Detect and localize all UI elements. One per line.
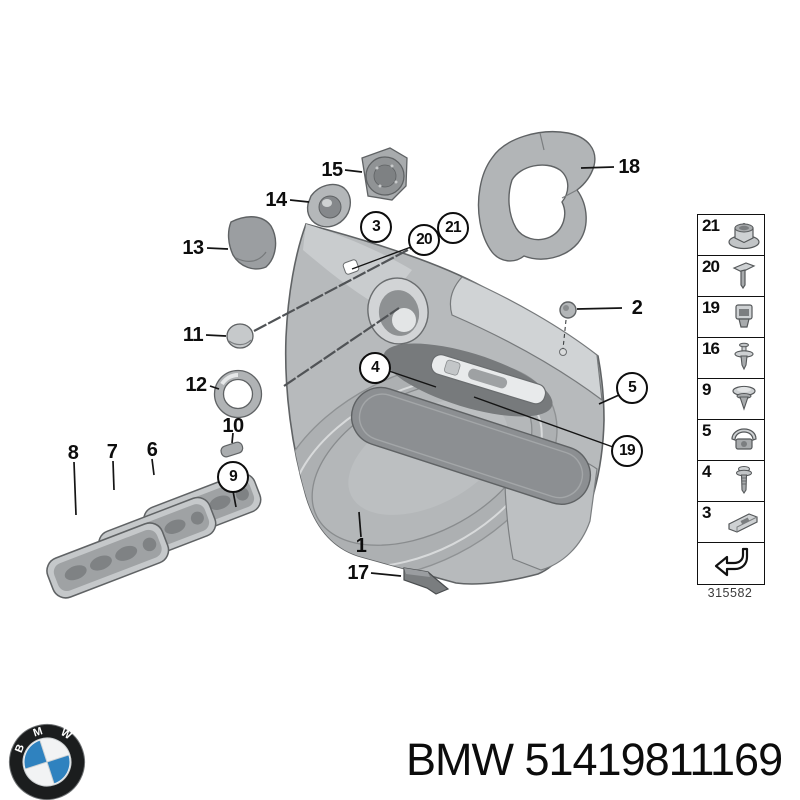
acoustic-insulation (477, 131, 596, 262)
callout-15: 15 (321, 159, 343, 181)
logo-letter-b: B (13, 743, 27, 755)
drawing-number: 315582 (707, 586, 753, 600)
callout-circled-19: 19 (611, 435, 643, 467)
part-number-text: BMW 51419811169 (406, 734, 783, 785)
legend-label: 5 (702, 421, 712, 440)
t-plug-icon (732, 262, 756, 290)
callout-13: 13 (182, 237, 204, 259)
tweeter-cover (306, 183, 352, 228)
callout-10: 10 (222, 415, 244, 437)
legend-row-5: 5 (698, 420, 764, 461)
bmw-logo: B M W (9, 724, 85, 800)
legend-label: 19 (702, 298, 720, 317)
legend-row-16: 16 (698, 338, 764, 379)
callout-12: 12 (185, 374, 207, 396)
mirror-triangle-trim (227, 216, 277, 270)
legend-row-19: 19 (698, 297, 764, 338)
trim-ring (213, 369, 263, 419)
armrest (350, 386, 592, 505)
push-rivet-icon (732, 385, 756, 411)
legend-row-9: 9 (698, 379, 764, 420)
callout-11: 11 (182, 324, 204, 346)
screw-icon (736, 466, 752, 494)
callout-circled-3: 3 (360, 211, 392, 243)
speaker-ring (367, 277, 429, 345)
page-arrow-icon (714, 547, 749, 577)
tweeter-speaker (361, 147, 408, 201)
callout-8: 8 (67, 442, 79, 464)
callout-1: 1 (355, 535, 367, 557)
spring-clip-icon (735, 304, 753, 328)
callout-circled-4: 4 (359, 352, 391, 384)
callout-circled-5: 5 (616, 372, 648, 404)
callout-7: 7 (106, 441, 118, 463)
bracket-clip-icon (728, 513, 758, 533)
callout-6: 6 (146, 439, 158, 461)
callout-14: 14 (265, 189, 287, 211)
window-switch-bracket (430, 354, 547, 405)
callout-circled-9: 9 (217, 461, 249, 493)
grommet (559, 301, 577, 319)
fastener-legend: 21 20 19 16 (697, 214, 765, 585)
legend-row-21: 21 (698, 215, 764, 256)
legend-row-3: 3 (698, 502, 764, 543)
lower-bracket (403, 567, 450, 595)
legend-label: 20 (702, 257, 720, 276)
legend-label: 21 (702, 216, 720, 235)
expansion-rivet-icon (734, 342, 754, 371)
legend-label: 16 (702, 339, 720, 358)
blanking-cap (220, 441, 244, 458)
door-trim-panel (284, 223, 605, 585)
legend-row-4: 4 (698, 461, 764, 502)
callout-18: 18 (618, 156, 640, 178)
legend-label: 4 (702, 462, 712, 481)
flange-nut-icon (728, 222, 760, 250)
callout-circled-21: 21 (437, 212, 469, 244)
callout-17: 17 (347, 562, 369, 584)
callout-2: 2 (631, 297, 643, 319)
legend-row-arrow (698, 543, 764, 584)
leader-lines (73, 166, 623, 577)
logo-letter-m: M (32, 725, 44, 739)
legend-label: 3 (702, 503, 712, 522)
legend-row-20: 20 (698, 256, 764, 297)
holder-clamp-icon (731, 428, 757, 450)
dome-clip (226, 323, 254, 349)
callout-circled-20: 20 (408, 224, 440, 256)
legend-label: 9 (702, 380, 712, 399)
